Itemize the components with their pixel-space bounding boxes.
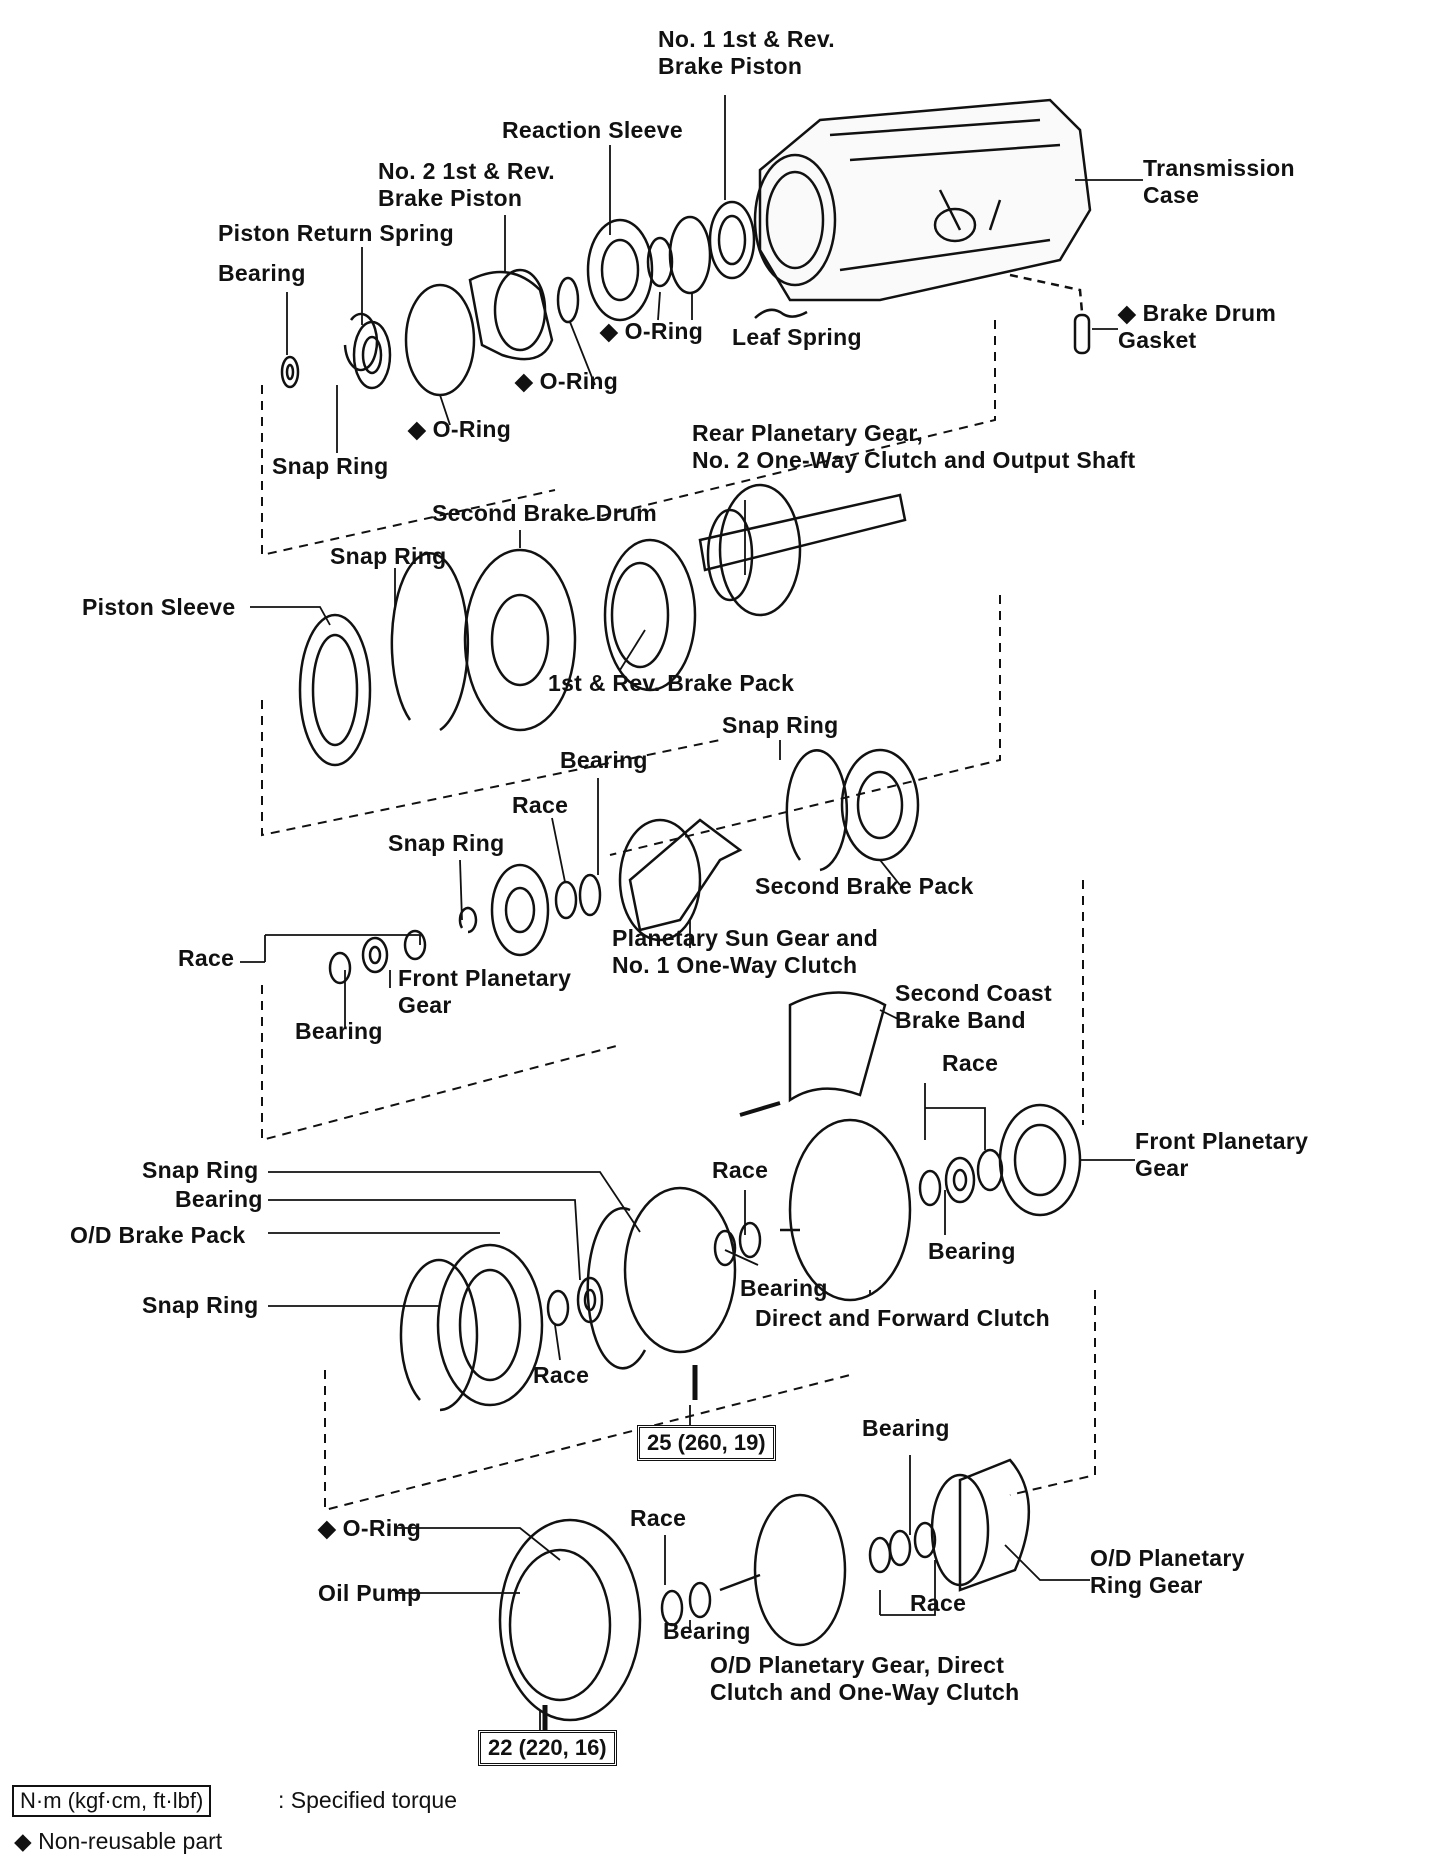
label-bearing-top: Bearing bbox=[218, 260, 306, 286]
label-oring-2: ◆ O-Ring bbox=[515, 368, 619, 394]
label-transmission-case: Transmission Case bbox=[1143, 155, 1295, 208]
label-second-brake-drum: Second Brake Drum bbox=[432, 500, 657, 526]
rear-planetary-row bbox=[298, 483, 907, 767]
label-snap-ring-3: Snap Ring bbox=[722, 712, 839, 738]
label-snap-ring-top: Snap Ring bbox=[272, 453, 389, 479]
torque-spec-2: 22 (220, 16) bbox=[478, 1730, 617, 1766]
label-brake-piston-1: No. 1 1st & Rev. Brake Piston bbox=[658, 26, 835, 79]
label-front-planetary-left: Front Planetary Gear bbox=[398, 965, 572, 1018]
brake-drum-gasket-drawing bbox=[1009, 273, 1091, 355]
label-oring-low: ◆ O-Ring bbox=[318, 1515, 422, 1541]
label-reaction-sleeve: Reaction Sleeve bbox=[502, 117, 683, 143]
label-first-rev-brake-pack: 1st & Rev. Brake Pack bbox=[548, 670, 795, 696]
sun-gear-row bbox=[328, 748, 920, 985]
label-race-left: Race bbox=[178, 945, 235, 971]
label-race-low-r: Race bbox=[910, 1590, 967, 1616]
label-race-pump: Race bbox=[630, 1505, 687, 1531]
label-race-low: Race bbox=[533, 1362, 590, 1388]
label-leaf-spring: Leaf Spring bbox=[732, 324, 862, 350]
label-oring-3: ◆ O-Ring bbox=[408, 416, 512, 442]
top-row-parts bbox=[280, 200, 756, 397]
pump-row bbox=[498, 1458, 1030, 1730]
label-bearing-pump: Bearing bbox=[663, 1618, 751, 1644]
label-od-planetary-gear: O/D Planetary Gear, Direct Clutch and On… bbox=[710, 1652, 1020, 1705]
label-bearing-left: Bearing bbox=[295, 1018, 383, 1044]
transmission-case-drawing bbox=[753, 98, 1092, 302]
label-bearing-5: Bearing bbox=[175, 1186, 263, 1212]
label-front-planetary-right: Front Planetary Gear bbox=[1135, 1128, 1309, 1181]
brake-band-drawing bbox=[739, 991, 887, 1117]
label-piston-sleeve: Piston Sleeve bbox=[82, 594, 236, 620]
label-rear-planetary: Rear Planetary Gear, No. 2 One-Way Clutc… bbox=[692, 420, 1136, 473]
dashed-guide-lines bbox=[261, 320, 1096, 1512]
label-oil-pump: Oil Pump bbox=[318, 1580, 422, 1606]
label-brake-piston-2: No. 2 1st & Rev. Brake Piston bbox=[378, 158, 555, 211]
label-bearing-r3: Bearing bbox=[928, 1238, 1016, 1264]
legend-nonreusable: ◆ Non-reusable part bbox=[14, 1828, 223, 1854]
label-oring-1: ◆ O-Ring bbox=[600, 318, 704, 344]
label-snap-ring-6: Snap Ring bbox=[142, 1292, 259, 1318]
label-second-coast-band: Second Coast Brake Band bbox=[895, 980, 1052, 1033]
torque-spec-1: 25 (260, 19) bbox=[637, 1425, 776, 1461]
label-snap-ring-2: Snap Ring bbox=[330, 543, 447, 569]
label-snap-ring-4: Snap Ring bbox=[388, 830, 505, 856]
label-od-brake-pack: O/D Brake Pack bbox=[70, 1222, 246, 1248]
label-od-ring-gear: O/D Planetary Ring Gear bbox=[1090, 1545, 1245, 1598]
label-race-r1: Race bbox=[942, 1050, 999, 1076]
label-piston-return-spring: Piston Return Spring bbox=[218, 220, 454, 246]
label-brake-drum-gasket: ◆ Brake Drum Gasket bbox=[1118, 300, 1277, 353]
label-snap-ring-5: Snap Ring bbox=[142, 1157, 259, 1183]
label-bearing-r2: Bearing bbox=[740, 1275, 828, 1301]
label-direct-forward: Direct and Forward Clutch bbox=[755, 1305, 1051, 1331]
clutch-row bbox=[399, 1103, 1082, 1412]
legend-torque-unit: N·m (kgf·cm, ft·lbf) bbox=[12, 1785, 212, 1817]
label-bearing-mid: Bearing bbox=[560, 747, 648, 773]
leaf-spring-drawing bbox=[754, 308, 808, 319]
label-bearing-low-r: Bearing bbox=[862, 1415, 950, 1441]
label-second-brake-pack: Second Brake Pack bbox=[755, 873, 974, 899]
label-race-mid: Race bbox=[512, 792, 569, 818]
legend-torque-text: : Specified torque bbox=[278, 1787, 458, 1813]
label-race-r2: Race bbox=[712, 1157, 769, 1183]
label-planetary-sun: Planetary Sun Gear and No. 1 One-Way Clu… bbox=[612, 925, 879, 978]
